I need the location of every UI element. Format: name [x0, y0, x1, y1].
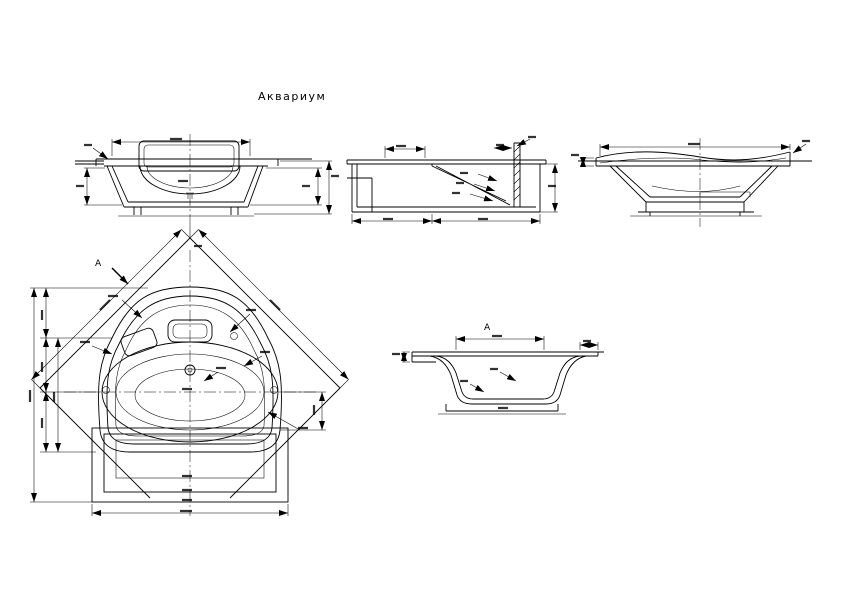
- side-elevation-view: [571, 138, 812, 227]
- section-view-label: А: [484, 323, 491, 333]
- hatching: [513, 145, 521, 201]
- apron-rect-outer: [91, 427, 289, 503]
- section-cut-arrow: [111, 267, 129, 285]
- drawing-title: Аквариум: [258, 90, 326, 103]
- jet: [102, 386, 110, 394]
- side-fitting: [120, 327, 158, 357]
- plan-view: А: [28, 226, 349, 516]
- front-elevation-view: [75, 134, 339, 227]
- section-cut-label: А: [95, 259, 102, 269]
- jet: [270, 386, 278, 394]
- section-a-view: А: [392, 323, 604, 415]
- rim-curve: [595, 151, 791, 161]
- basin-arc: [139, 165, 241, 195]
- jet: [230, 332, 238, 340]
- section-inner-profile: [435, 355, 581, 400]
- longitudinal-section-view: [346, 135, 558, 224]
- drain-detail: [186, 192, 194, 199]
- plan-centerlines: [64, 250, 318, 516]
- section-shell-profile: [429, 355, 587, 405]
